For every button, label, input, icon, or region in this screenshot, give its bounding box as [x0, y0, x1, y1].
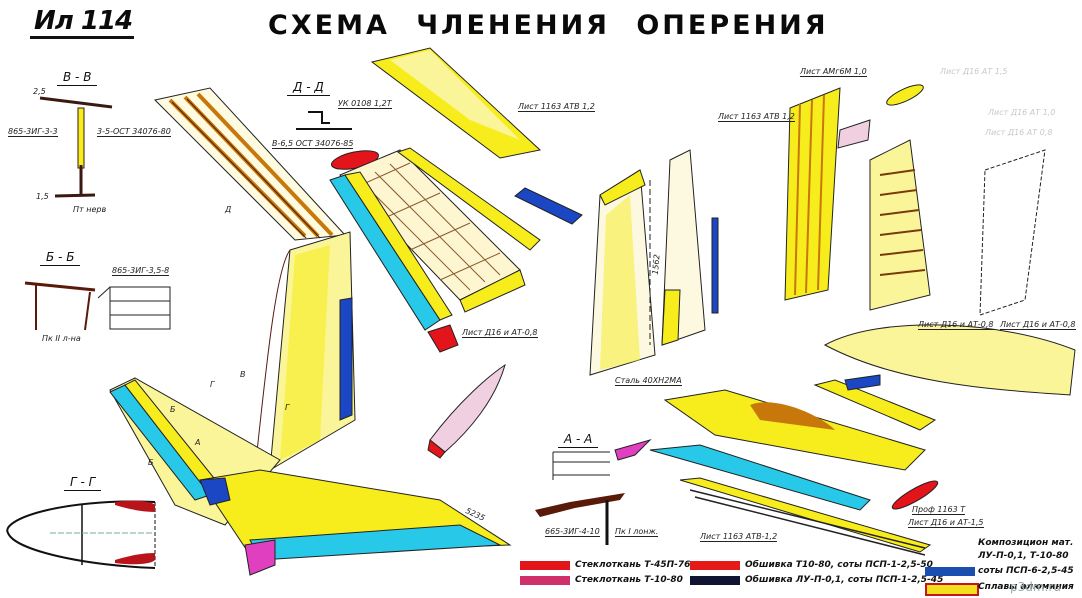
vertical-fin-center — [589, 149, 719, 376]
callout-sheet-1163-atv: Лист 1163 АТВ-1,2 — [700, 532, 778, 542]
legend-label-1: Стеклоткань Т-10-80 — [575, 575, 683, 585]
legend-swatch-1 — [520, 576, 570, 585]
legend-label-5: Сплавы алюминия — [978, 582, 1074, 592]
legend-composite-title: Композицион мат. — [978, 538, 1074, 548]
section-dd-label-0: УК 0108 1,2Т — [338, 99, 392, 109]
diagram-title: СХЕМА ЧЛЕНЕНИЯ ОПЕРЕНИЯ — [268, 10, 829, 41]
callout-sheet-amg6m: Лист АМг6М 1,0 — [800, 67, 867, 77]
section-vv-label-1: 865-3ИГ-3-3 — [8, 127, 58, 137]
yellow-edge-strip — [344, 171, 453, 321]
section-vv-drawing — [39, 96, 113, 198]
callout-steel-40khn2ma: Сталь 40ХН2МА — [615, 376, 682, 386]
callout-sheet-d16-at-08-b: Лист Д16 и АТ-0,8 — [1000, 320, 1076, 330]
view-marker-a: А — [195, 438, 201, 447]
aircraft-logo: Ил 114 — [34, 6, 133, 36]
legend-swatch-5 — [925, 583, 979, 596]
legend-swatch-4 — [925, 567, 975, 576]
callout-sheet-d16-at-15: Лист Д16 и АТ-1,5 — [908, 518, 984, 528]
section-aa-title: А - А — [558, 432, 599, 448]
legend-swatch-2 — [690, 561, 740, 570]
watermark: p3dm.ru — [1010, 580, 1061, 594]
section-gg-drawing — [6, 500, 156, 569]
blue-tab — [514, 187, 583, 225]
section-aa-drawing — [535, 451, 625, 545]
callout-sheet-d16-15: Лист Д16 АТ 1,5 — [940, 67, 1008, 76]
section-vv-title: В - В — [57, 70, 98, 86]
trailing-strip — [396, 147, 541, 251]
view-marker-g: Г — [210, 380, 215, 389]
red-tip-piece — [427, 324, 459, 353]
callout-profile-1163t: Проф 1163 Т — [912, 505, 966, 515]
view-marker-b2: Б — [148, 458, 154, 467]
section-bb-drawing — [24, 281, 171, 331]
section-bb-title: Б - Б — [40, 250, 81, 266]
fairing-piece — [429, 363, 506, 453]
callout-sheet-d16-at-08-a: Лист Д16 и АТ-0,8 — [918, 320, 994, 330]
honeycomb-box — [339, 149, 526, 313]
logo-underline — [30, 36, 134, 39]
view-marker-b: Б — [170, 405, 176, 414]
fin-assembly — [254, 231, 356, 471]
callout-sheet-d16-10: Лист Д16 АТ 1,0 — [988, 108, 1056, 117]
legend-label-3: Обшивка ЛУ-П-0,1, соты ПСП-1-2,5-45 — [745, 575, 944, 585]
callout-sheet-1163-a: Лист 1163 АТВ 1,2 — [518, 102, 595, 112]
view-marker-g2: Г — [285, 403, 290, 412]
section-vv-label-0: 2,5 — [33, 87, 46, 96]
callout-sheet-d16-at-08-c: Лист Д16 и АТ-0,8 — [462, 328, 538, 338]
section-bb-label-0: 865-3ИГ-3,5-8 — [112, 266, 170, 276]
upper-skin-panel — [370, 47, 542, 159]
rudder-structure — [784, 84, 1046, 316]
section-dd-label-1: В-6,5 ОСТ 34076-85 — [272, 139, 354, 149]
callout-sheet-d16-08: Лист Д16 АТ 0,8 — [985, 128, 1053, 137]
section-vv-label-2: 3-5-ОСТ 34076-80 — [97, 127, 171, 137]
legend-swatch-3 — [690, 576, 740, 585]
dimension-1562: 1562 — [650, 253, 662, 276]
legend-composite-sub: ЛУ-П-0,1, Т-10-80 — [978, 551, 1069, 561]
section-vv-label-3: 1,5 — [36, 192, 49, 201]
legend-label-4: соты ПСП-6-2,5-45 — [978, 566, 1074, 576]
section-aa-label-1: Пк I лонж. — [615, 527, 659, 537]
section-gg-title: Г - Г — [64, 475, 102, 491]
legend-swatch-0 — [520, 561, 570, 570]
legend-label-0: Стеклоткань Т-45П-76 — [575, 560, 691, 570]
callout-sheet-1163-b: Лист 1163 АТВ 1,2 — [718, 112, 795, 122]
section-dd-drawing — [296, 111, 352, 130]
elevator-panel — [199, 469, 512, 576]
section-dd-title: Д - Д — [287, 80, 330, 96]
legend-label-2: Обшивка Т10-80, соты ПСП-1-2,5-50 — [745, 560, 933, 570]
right-stabilizer-parts — [614, 324, 1076, 556]
section-bb-label-1: Пк II л-на — [42, 334, 81, 343]
view-marker-d: Д — [225, 205, 232, 214]
section-vv-label-4: Пт нерв — [73, 205, 107, 214]
section-aa-label-0: 665-3ИГ-4-10 — [545, 527, 600, 537]
stringer-panel — [153, 87, 347, 241]
view-marker-v: В — [240, 370, 246, 379]
